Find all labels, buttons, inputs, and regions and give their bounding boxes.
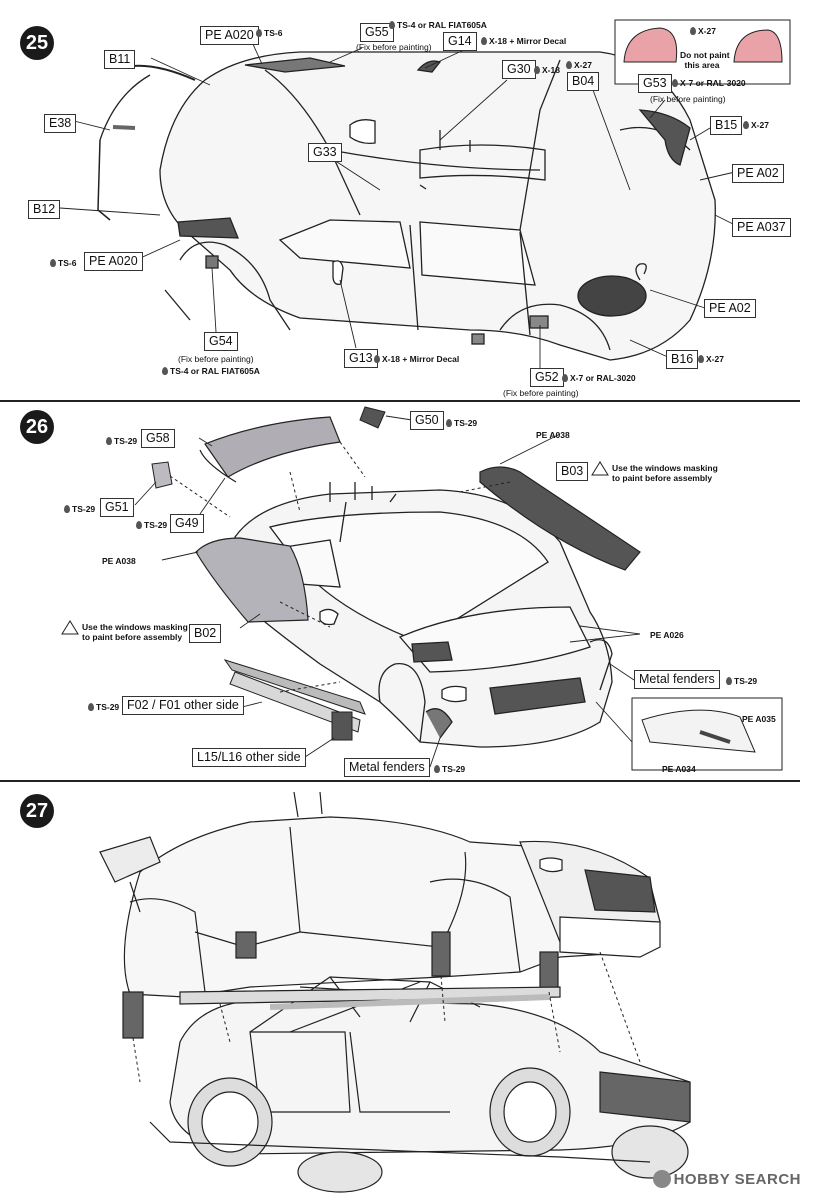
label-metal-fenders-right: Metal fenders: [634, 670, 720, 689]
label-metal-fenders-bottom: Metal fenders: [344, 758, 430, 777]
paint-b16: X-27: [698, 354, 724, 364]
paint-f02: TS-29: [88, 702, 119, 712]
label-g30: G30: [502, 60, 536, 79]
label-g49: G49: [170, 514, 204, 533]
hobby-search-logo-icon: [652, 1170, 671, 1188]
label-f02: F02 / F01 other side: [122, 696, 244, 715]
label-g53: G53: [638, 74, 672, 93]
paint-drop-icon: [672, 79, 678, 87]
label-g13: G13: [344, 349, 378, 368]
step-divider: [0, 780, 800, 782]
watermark: HOBBY SEARCH: [652, 1170, 801, 1188]
note-g55-fix: (Fix before painting): [356, 42, 432, 52]
label-b04: B04: [567, 72, 600, 91]
label-g51: G51: [100, 498, 134, 517]
paint-drop-icon: [698, 355, 704, 363]
step-27: 27: [0, 782, 813, 1200]
label-b16: B16: [666, 350, 699, 369]
paint-drop-icon: [566, 61, 572, 69]
paint-g55: TS-4 or RAL FIAT605A: [389, 20, 487, 30]
inset-note-2: this area: [684, 60, 720, 70]
label-pe-a034: PE A034: [662, 764, 696, 774]
paint-metal-fenders-bottom: TS-29: [434, 764, 465, 774]
paint-drop-icon: [136, 521, 142, 529]
paint-drop-icon: [162, 367, 168, 375]
label-l15: L15/L16 other side: [192, 748, 306, 767]
paint-g53: X-7 or RAL-3020: [672, 78, 746, 88]
paint-b04: X-27: [566, 60, 592, 70]
note-g52-fix: (Fix before painting): [503, 388, 579, 398]
label-pe-a035: PE A035: [742, 714, 776, 724]
label-pe-a02-right: PE A02: [732, 164, 784, 183]
paint-b15: X-27: [743, 120, 769, 130]
step-number-26: 26: [20, 410, 54, 444]
paint-g51: TS-29: [64, 504, 95, 514]
step-27-assembly-drawing: [99, 791, 691, 1193]
paint-g49: TS-29: [136, 520, 167, 530]
label-pe-a037: PE A037: [732, 218, 791, 237]
step-number-25: 25: [20, 26, 54, 60]
label-b15: B15: [710, 116, 743, 135]
paint-g13: X-18 + Mirror Decal: [374, 354, 459, 364]
step-25-car-body-drawing: [59, 19, 791, 370]
paint-drop-icon: [64, 505, 70, 513]
label-b11: B11: [104, 50, 136, 69]
inset-note-1: Do not paint: [680, 50, 730, 60]
label-g58: G58: [141, 429, 175, 448]
paint-drop-icon: [374, 355, 380, 363]
label-g52: G52: [530, 368, 564, 387]
label-b02: B02: [189, 624, 222, 643]
step-number-27: 27: [20, 794, 54, 828]
step-26-car-body-drawing: [61, 406, 783, 771]
paint-pe-a020-top: TS-6: [256, 28, 282, 38]
paint-g14: X-18 + Mirror Decal: [481, 36, 566, 46]
paint-drop-icon: [106, 437, 112, 445]
paint-g54: TS-4 or RAL FIAT605A: [162, 366, 260, 376]
paint-inset: X-27: [690, 26, 716, 36]
paint-metal-fenders-right: TS-29: [726, 676, 757, 686]
note-g53-fix: (Fix before painting): [650, 94, 726, 104]
step-25: 25: [0, 0, 813, 400]
label-b12: B12: [28, 200, 61, 219]
paint-drop-icon: [743, 121, 749, 129]
label-g50: G50: [410, 411, 444, 430]
paint-drop-icon: [256, 29, 262, 37]
warning-b02: Use the windows masking to paint before …: [82, 622, 188, 642]
label-pe-a020-left: PE A020: [84, 252, 143, 271]
step-26: 26: [0, 402, 813, 780]
paint-drop-icon: [562, 374, 568, 382]
paint-drop-icon: [690, 27, 696, 35]
warning-b03: Use the windows masking to paint before …: [612, 463, 718, 483]
label-pe-a038-left: PE A038: [102, 556, 136, 566]
paint-drop-icon: [88, 703, 94, 711]
paint-g52: X-7 or RAL-3020: [562, 373, 636, 383]
label-pe-a026: PE A026: [650, 630, 684, 640]
paint-drop-icon: [434, 765, 440, 773]
label-pe-a038-top: PE A038: [536, 430, 570, 440]
label-g33: G33: [308, 143, 342, 162]
label-pe-a020-top: PE A020: [200, 26, 259, 45]
label-pe-a02-bottom: PE A02: [704, 299, 756, 318]
paint-drop-icon: [50, 259, 56, 267]
label-g14: G14: [443, 32, 477, 51]
paint-g58: TS-29: [106, 436, 137, 446]
label-g54: G54: [204, 332, 238, 351]
paint-drop-icon: [389, 21, 395, 29]
paint-drop-icon: [534, 66, 540, 74]
paint-g50: TS-29: [446, 418, 477, 428]
label-e38: E38: [44, 114, 77, 133]
paint-pe-a020-left: TS-6: [50, 258, 76, 268]
paint-drop-icon: [726, 677, 732, 685]
paint-g30: X-18: [534, 65, 560, 75]
note-g54-fix: (Fix before painting): [178, 354, 254, 364]
paint-drop-icon: [481, 37, 487, 45]
paint-drop-icon: [446, 419, 452, 427]
label-b03: B03: [556, 462, 589, 481]
step-divider: [0, 400, 800, 402]
label-g55: G55: [360, 23, 394, 42]
